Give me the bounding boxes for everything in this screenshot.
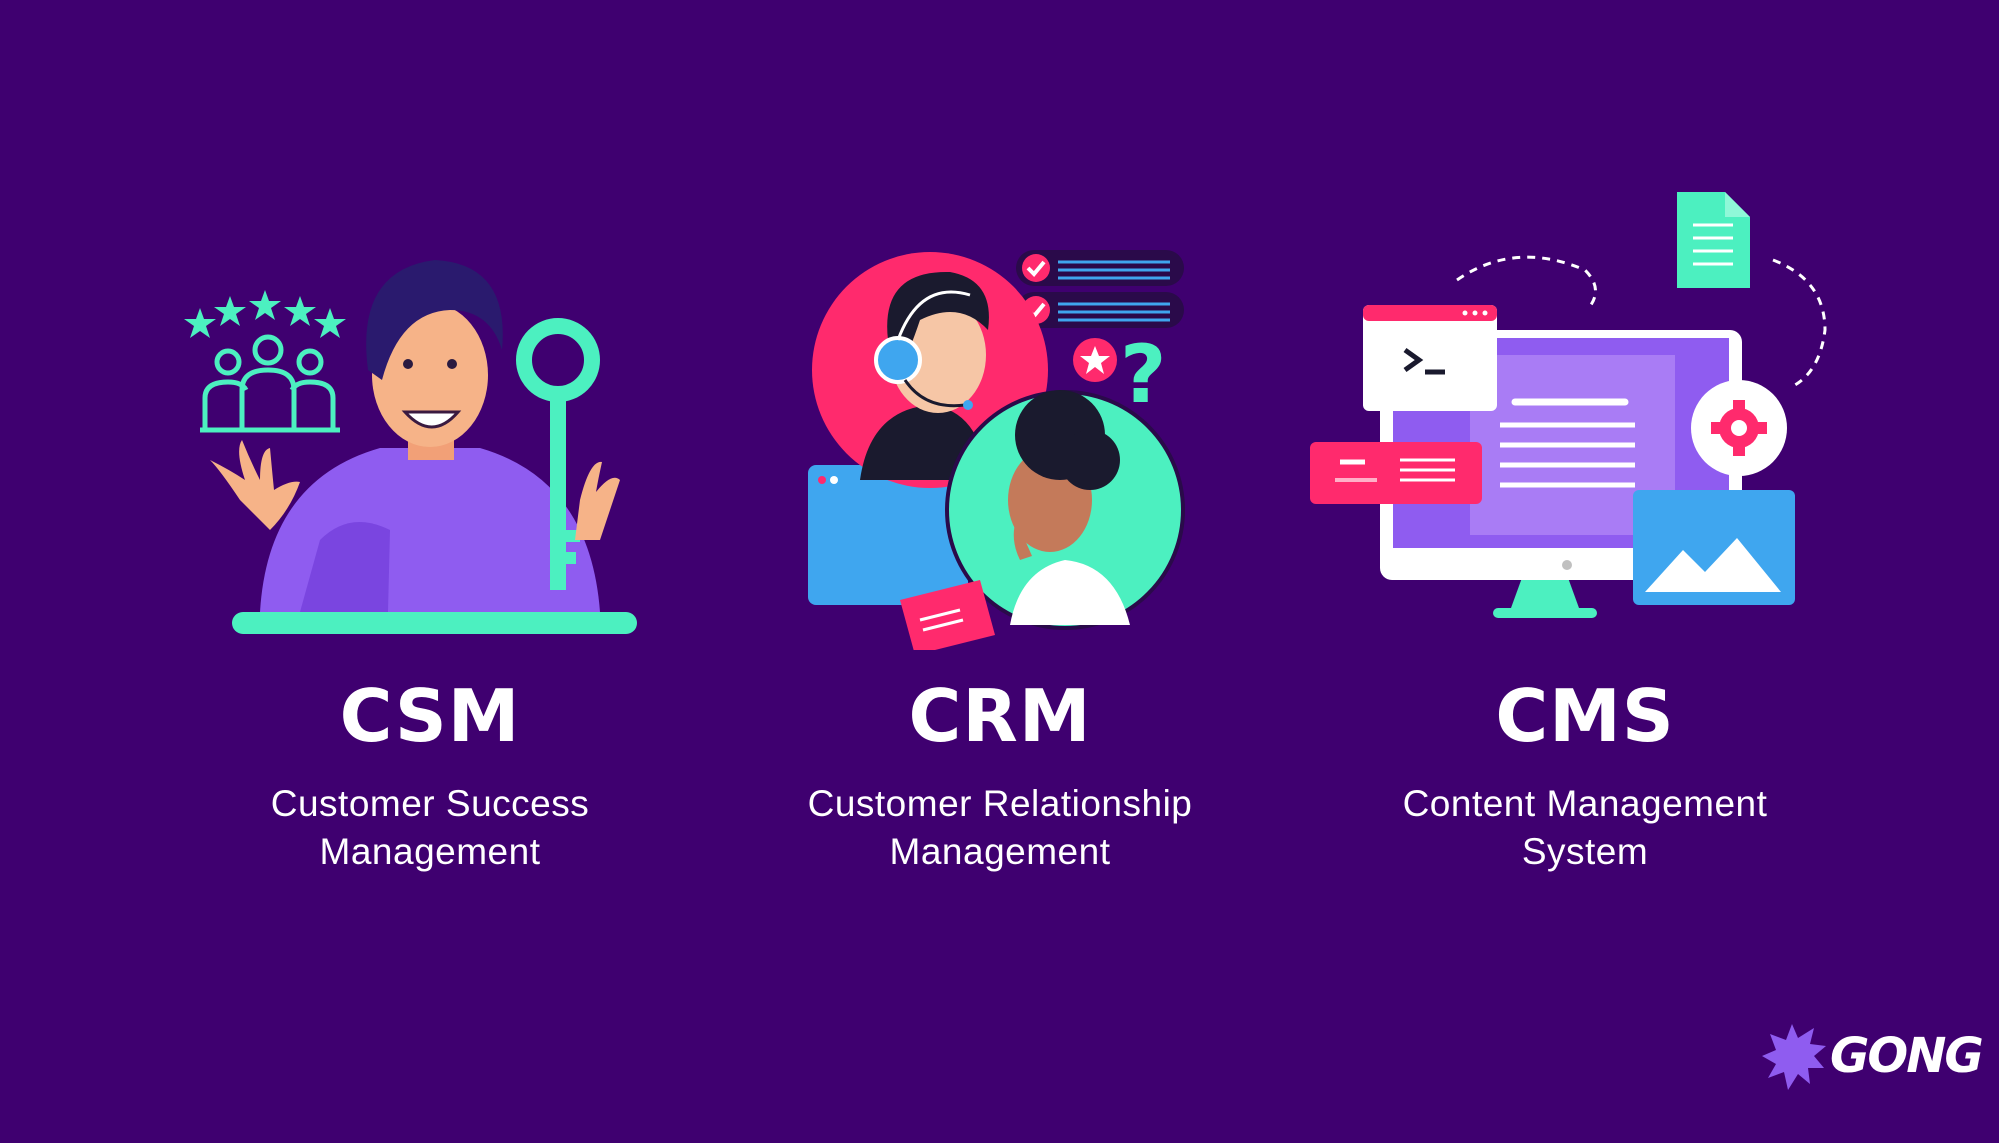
browser-window-icon (808, 465, 968, 605)
rating-stars-icon (184, 290, 346, 338)
right-hand (575, 461, 620, 540)
left-hand (210, 440, 300, 530)
headset-icon (874, 336, 922, 384)
desk-base (232, 612, 637, 634)
monitor-stand (1511, 575, 1579, 608)
crm-illustration: ? (808, 250, 1185, 650)
subtitle-line-1: Customer Relationship (807, 783, 1193, 824)
cms-illustration (1310, 192, 1827, 618)
checklist-icon (1016, 250, 1184, 328)
card-csm: CSM Customer Success Management (150, 180, 710, 900)
team-icon (200, 334, 340, 433)
card-subtitle-csm: Customer Success Management (150, 780, 710, 876)
dashed-arc-left (1456, 255, 1597, 312)
card-subtitle-cms: Content Management System (1305, 780, 1865, 876)
card-title-csm: CSM (339, 674, 521, 758)
subtitle-line-1: Content Management (1402, 783, 1768, 824)
starburst-logo-icon (1762, 1024, 1826, 1090)
gong-logo: GONG (1762, 1022, 1984, 1094)
terminal-window-icon (1363, 305, 1497, 411)
subtitle-line-2: Management (319, 831, 541, 872)
subtitle-line-2: Management (889, 831, 1111, 872)
card-subtitle-crm: Customer Relationship Management (720, 780, 1280, 876)
logo-text: GONG (1830, 1028, 1984, 1084)
pink-card-icon (1310, 442, 1482, 504)
question-mark-icon: ? (1120, 328, 1166, 421)
dashed-arc-right (1772, 258, 1827, 387)
card-crm: ? CRM Customer Relationship Management (720, 180, 1280, 900)
card-cms: CMS Content Management System (1305, 180, 1865, 900)
subtitle-line-1: Customer Success (270, 783, 590, 824)
card-title-cms: CMS (1495, 674, 1675, 758)
envelope-icon (900, 580, 995, 650)
card-title-crm: CRM (908, 674, 1092, 758)
csm-illustration (184, 260, 637, 634)
subtitle-line-2: System (1521, 831, 1649, 872)
